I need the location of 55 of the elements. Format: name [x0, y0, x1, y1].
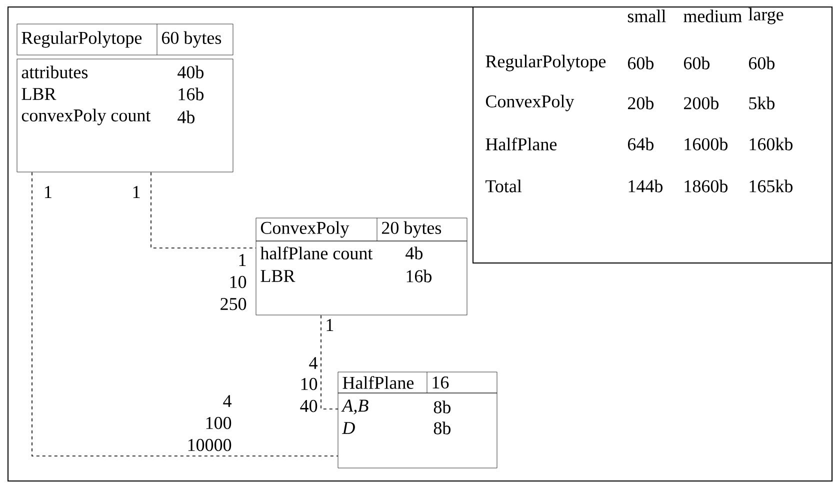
field-size: 40b — [178, 66, 204, 78]
field-name: halfPlane count — [260, 246, 373, 260]
table-cell: 20b — [628, 96, 654, 110]
multiplicity-label: 1 — [326, 319, 334, 331]
class-name: HalfPlane — [342, 376, 414, 389]
row-header: ConvexPoly — [486, 94, 574, 112]
multiplicity-label: 1 — [239, 254, 246, 266]
table-cell: 5kb — [749, 96, 775, 110]
class-box — [16, 24, 234, 172]
field-size: 8b — [434, 422, 451, 434]
field-name: D — [342, 422, 355, 434]
multiplicity-label: 1 — [133, 186, 140, 198]
row-header: Total — [486, 180, 522, 192]
class-box — [338, 372, 498, 468]
table-cell: 60b — [684, 56, 710, 70]
field-size: 16b — [178, 88, 204, 100]
table-cell: 60b — [748, 56, 775, 70]
class-box — [256, 218, 468, 316]
field-name: attributes — [22, 66, 88, 78]
multiplicity-label: 10 — [301, 378, 318, 390]
connector-line — [320, 315, 338, 410]
table-cell: 1860b — [684, 180, 728, 192]
class-name: RegularPolytope — [22, 31, 142, 48]
column-header: small — [628, 10, 666, 22]
table-cell: 165kb — [750, 180, 793, 192]
column-header: medium — [684, 10, 742, 22]
table-cell: 60b — [628, 56, 654, 70]
table-cell: 144b — [628, 180, 663, 192]
table-cell: 200b — [684, 96, 719, 110]
field-size: 16b — [406, 270, 432, 282]
multiplicity-label: 10000 — [188, 438, 232, 452]
field-size: 4b — [178, 110, 195, 124]
table-cell: 64b — [628, 138, 654, 150]
size-label: 60 bytes — [162, 31, 222, 48]
class-name: ConvexPoly — [260, 221, 350, 238]
field-size: 8b — [434, 400, 451, 414]
size-label: 20 bytes — [382, 221, 442, 238]
table-cell: 160kb — [750, 138, 793, 150]
multiplicity-label: 100 — [206, 416, 232, 430]
field-name: LBR — [22, 88, 56, 100]
multiplicity-label: 1 — [45, 186, 52, 198]
multiplicity-label: 4 — [309, 357, 318, 369]
connector-line — [150, 172, 256, 248]
field-name: A,B — [341, 400, 368, 414]
multiplicity-label: 40 — [300, 400, 318, 412]
column-header: large — [748, 8, 784, 24]
field-name: LBR — [260, 270, 296, 282]
field-size: 4b — [406, 246, 423, 260]
size-label: 16 — [432, 376, 449, 389]
connector-line — [32, 172, 338, 456]
row-header: HalfPlane — [486, 138, 557, 150]
row-header: RegularPolytope — [486, 54, 606, 72]
multiplicity-label: 4 — [223, 395, 232, 407]
field-name: convexPoly count — [22, 108, 151, 126]
table-cell: 1600b — [684, 138, 728, 150]
